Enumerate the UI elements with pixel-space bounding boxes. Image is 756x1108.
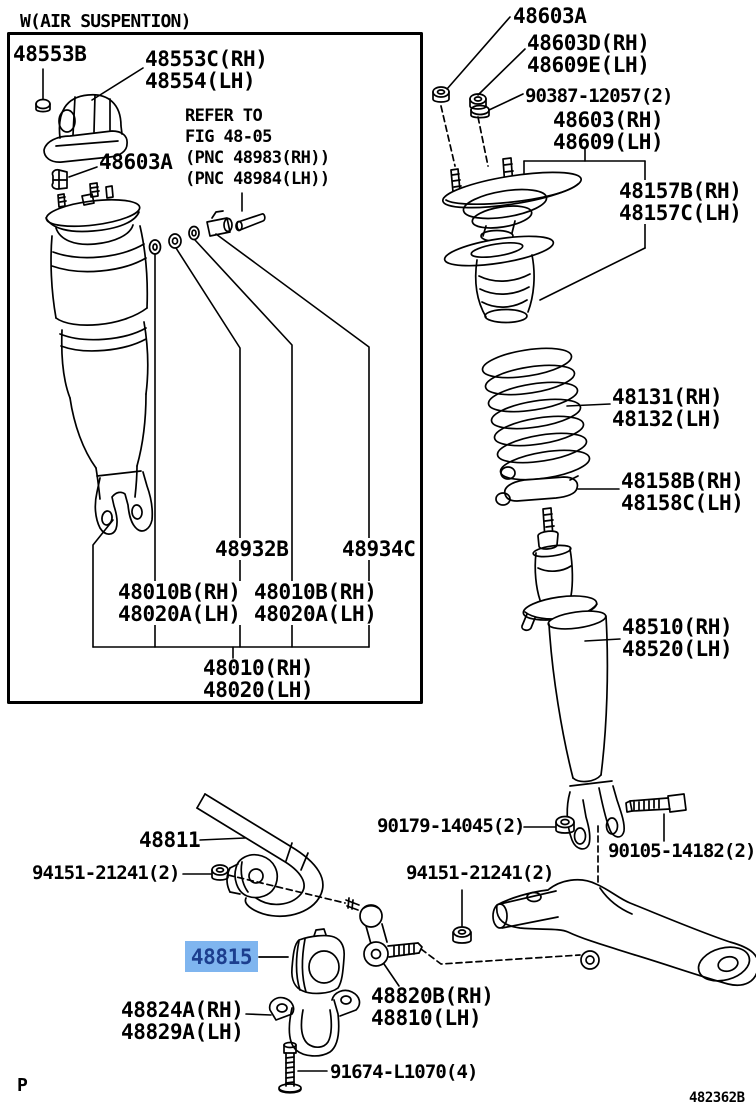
nut-94151-1-drawing	[182, 864, 229, 881]
bushing-48815-drawing	[258, 928, 346, 995]
label-90105-14182: 90105-14182(2)	[608, 840, 756, 862]
label-48010b-48020a-2: 48010B(RH) 48020A(LH)	[252, 580, 379, 626]
label-48603a-left: 48603A	[99, 150, 173, 174]
label-48131-48132: 48131(RH) 48132(LH)	[612, 385, 723, 431]
label-48815[interactable]: 48815	[185, 941, 258, 972]
nut-90179-drawing	[523, 815, 575, 834]
label-48932b: 48932B	[213, 537, 291, 561]
stabilizer-link-drawing	[345, 897, 581, 987]
label-48824a-48829a: 48824A(RH) 48829A(LH)	[121, 998, 244, 1044]
bar-bushing-drawing	[226, 853, 346, 904]
mount-bracket-lines	[523, 147, 646, 301]
label-94151-21241-2: 94151-21241(2)	[406, 862, 554, 884]
label-48603-48609: 48603(RH) 48609(LH)	[553, 108, 664, 154]
label-48820b-48810: 48820B(RH) 48810(LH)	[371, 984, 494, 1030]
label-48010-48020: 48010(RH) 48020(LH)	[203, 656, 314, 702]
shock-absorber-drawing	[521, 507, 625, 850]
diagram-title: W(AIR SUSPENTION)	[20, 11, 191, 32]
label-48811: 48811	[139, 828, 201, 852]
label-48553c-48554: 48553C(RH) 48554(LH)	[145, 47, 268, 93]
diagram-code: 482362B	[689, 1090, 745, 1106]
dust-boot-drawing	[443, 235, 555, 324]
nut-94151-2-drawing	[452, 889, 472, 944]
top-right-leader-lines	[446, 16, 526, 111]
right-column-leader-lines	[566, 403, 621, 642]
bracket-48824a-drawing	[245, 989, 361, 1057]
label-91674-l1070: 91674-L1070(4)	[330, 1061, 478, 1083]
label-48510-48520: 48510(RH) 48520(LH)	[622, 615, 733, 661]
suspension-arm-drawing	[492, 878, 756, 987]
label-48603a-right: 48603A	[513, 4, 587, 28]
label-90179-14045: 90179-14045(2)	[377, 815, 525, 837]
cap-48553c-drawing	[43, 94, 128, 163]
coil-spring-drawing	[481, 347, 591, 481]
inset-box-border	[7, 32, 423, 704]
page-letter: P	[17, 1075, 28, 1096]
bolt-91674-drawing	[278, 1041, 328, 1094]
label-48553b: 48553B	[13, 42, 87, 66]
air-strut-drawing	[45, 182, 154, 535]
stabilizer-bar-drawing	[196, 793, 324, 918]
top-right-fasteners-drawing	[432, 86, 490, 167]
label-90387-12057: 90387-12057(2)	[525, 85, 673, 107]
strut-mount-drawing	[441, 157, 583, 243]
spring-seat-drawing	[495, 475, 579, 506]
label-48157b-48157c: 48157B(RH) 48157C(LH)	[617, 179, 744, 225]
label-48603d-48609e: 48603D(RH) 48609E(LH)	[527, 31, 650, 77]
small-fasteners-row-drawing	[148, 210, 266, 255]
label-48934c: 48934C	[340, 537, 418, 561]
label-94151-21241-1: 94151-21241(2)	[32, 862, 180, 884]
label-48158b-48158c: 48158B(RH) 48158C(LH)	[621, 469, 744, 515]
nut-48553b-drawing	[35, 98, 51, 113]
note-refer-fig: REFER TO FIG 48-05 (PNC 48983(RH)) (PNC …	[185, 106, 330, 189]
clip-48603a-left-drawing	[51, 168, 68, 190]
label-48010b-48020a-1: 48010B(RH) 48020A(LH)	[116, 580, 243, 626]
